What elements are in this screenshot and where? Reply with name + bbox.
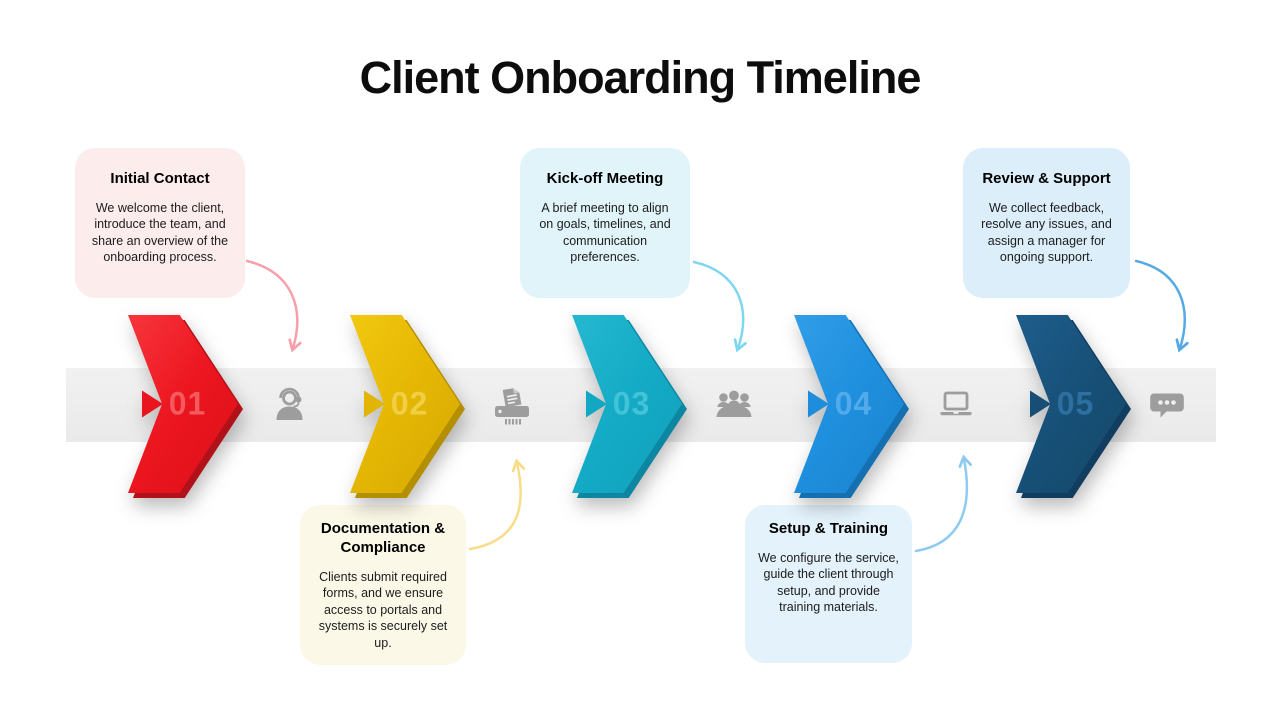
laptop-icon <box>932 380 980 428</box>
shredder-icon <box>488 380 536 428</box>
connector-arrow-4 <box>914 454 973 553</box>
step-card-setup-training: Setup & Training We configure the servic… <box>745 505 912 663</box>
step-number: 05 <box>1056 385 1095 422</box>
chat-icon <box>1143 380 1191 428</box>
step-card-description: A brief meeting to align on goals, timel… <box>539 200 671 265</box>
step-card-title: Setup & Training <box>768 520 889 537</box>
connector-arrow-2 <box>468 458 526 551</box>
step-card-title: Documentation & Compliance <box>320 520 446 556</box>
step-number: 01 <box>168 385 207 422</box>
step-card-kick-off-meeting: Kick-off Meeting A brief meeting to alig… <box>520 148 690 298</box>
step-card-initial-contact: Initial Contact We welcome the client, i… <box>75 148 245 298</box>
page-title: Client Onboarding Timeline <box>359 52 922 103</box>
step-card-documentation-compliance: Documentation & Compliance Clients submi… <box>300 505 466 665</box>
timeline-arrow-05: 05 <box>1016 315 1131 498</box>
meeting-people-icon <box>710 380 758 428</box>
step-card-description: We configure the service, guide the clie… <box>758 550 899 615</box>
connector-arrow-3 <box>692 260 747 353</box>
timeline-arrow-02: 02 <box>350 315 465 498</box>
step-card-description: We welcome the client, introduce the tea… <box>91 200 229 265</box>
support-agent-icon <box>266 380 314 428</box>
step-card-review-support: Review & Support We collect feedback, re… <box>963 148 1130 298</box>
step-number: 02 <box>390 385 429 422</box>
timeline-arrow-04: 04 <box>794 315 909 498</box>
timeline-arrow-01: 01 <box>128 315 243 498</box>
step-card-description: Clients submit required forms, and we en… <box>318 569 448 650</box>
step-card-description: We collect feedback, resolve any issues,… <box>981 200 1112 265</box>
connector-arrow-1 <box>245 259 302 353</box>
timeline-arrow-03: 03 <box>572 315 687 498</box>
step-card-title: Initial Contact <box>110 170 210 187</box>
step-card-title: Kick-off Meeting <box>546 170 664 187</box>
step-number: 04 <box>834 385 873 422</box>
step-number: 03 <box>612 385 651 422</box>
connector-arrow-5 <box>1134 259 1189 353</box>
step-card-title: Review & Support <box>982 170 1111 187</box>
